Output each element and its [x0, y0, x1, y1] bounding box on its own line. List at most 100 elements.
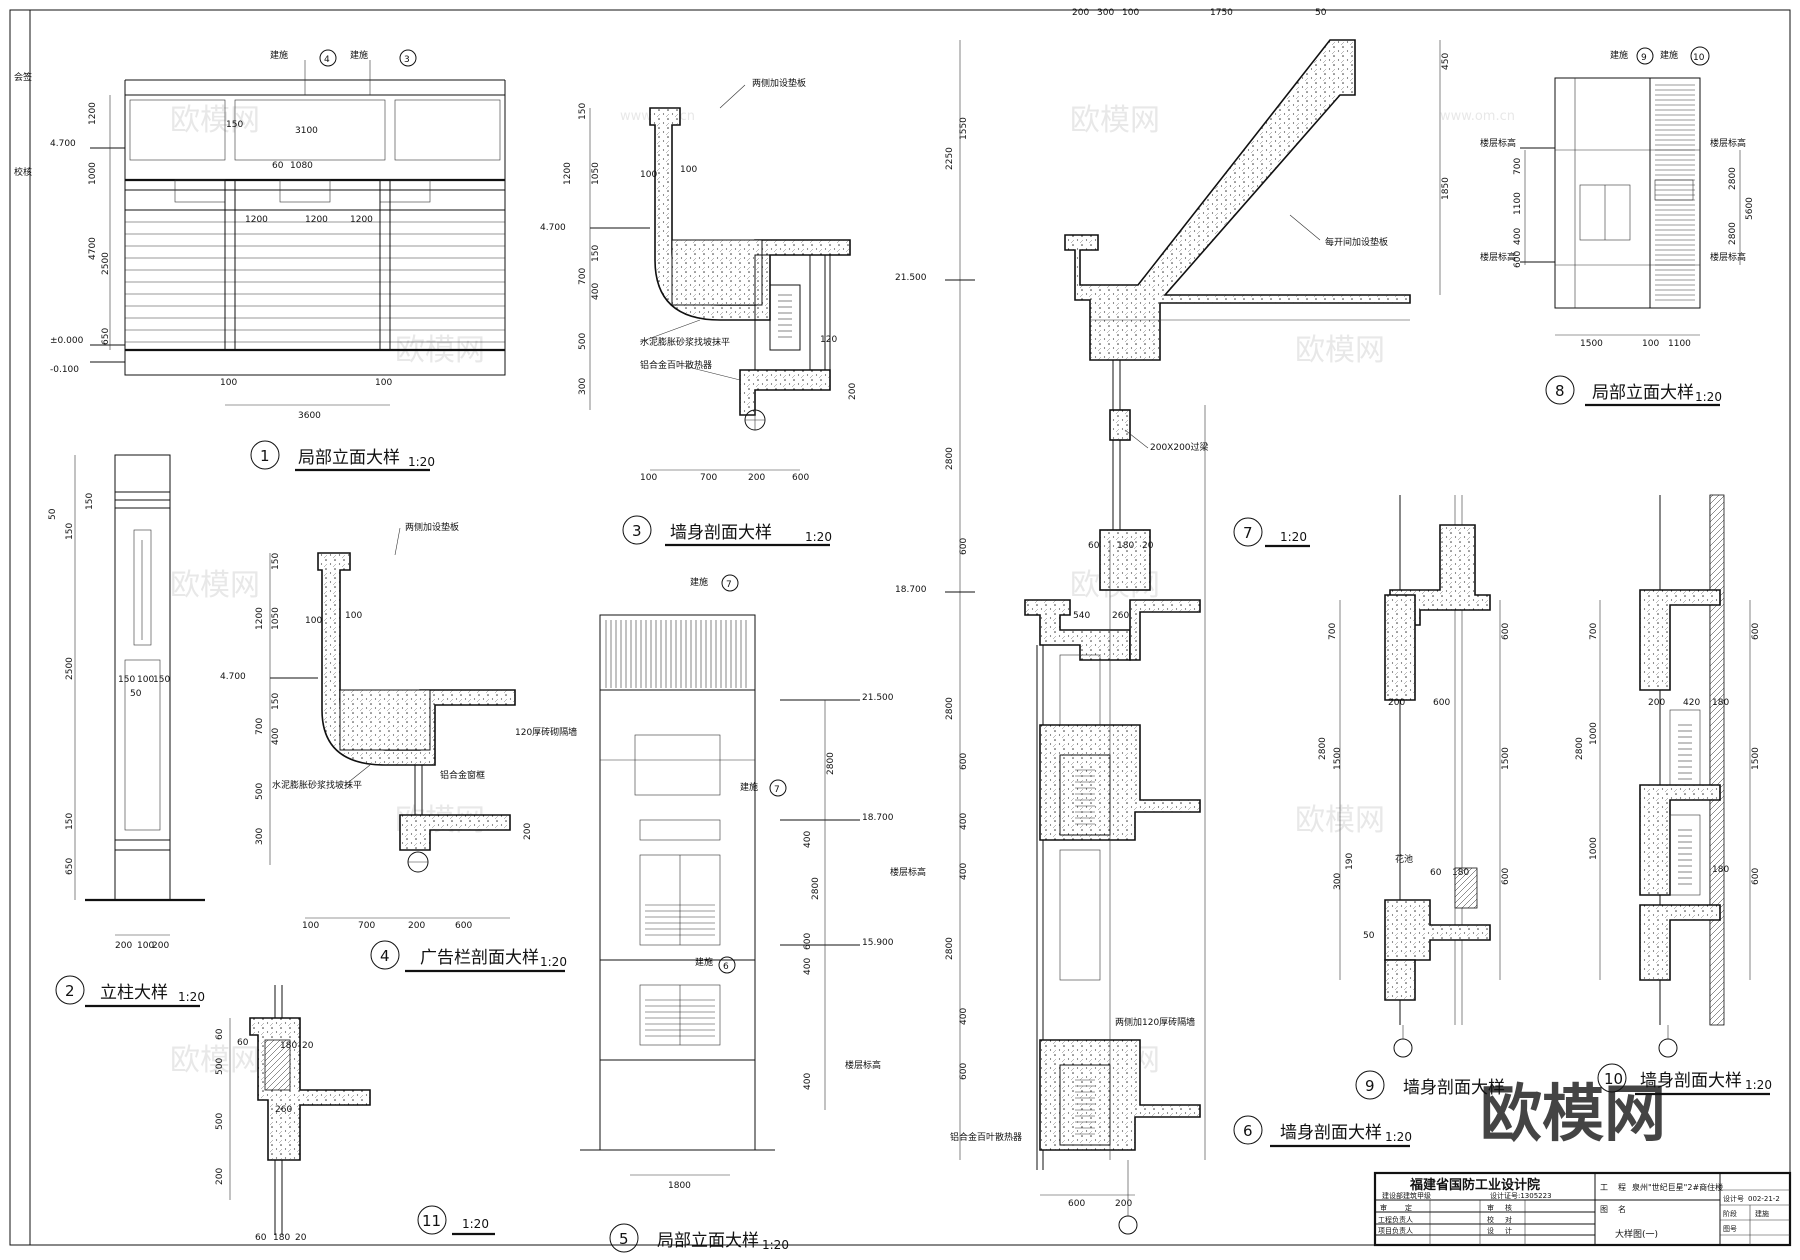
- row-approve: 审: [1380, 1203, 1387, 1212]
- dim-5600: 5600: [1745, 197, 1755, 220]
- dim-150: 150: [226, 120, 243, 130]
- dim-700: 700: [1328, 623, 1338, 640]
- side-label-a: 会签: [14, 71, 32, 83]
- ref-10: 10: [1693, 53, 1705, 63]
- ref-tag: 建施: [350, 49, 368, 61]
- dim-100: 100: [345, 611, 362, 621]
- col-review: 审: [1487, 1203, 1494, 1212]
- dim-150: 150: [591, 245, 601, 262]
- detail-scale: 1:20: [462, 1217, 489, 1231]
- detail-9-wall-section: 700 2800 1500 300 190 600 1500 600 200 6…: [1318, 495, 1511, 1058]
- ref-tag: 建施: [1660, 49, 1678, 61]
- drawing-label: 图: [1600, 1205, 1608, 1214]
- row-approve-2: 定: [1405, 1203, 1412, 1212]
- dim-150: 150: [65, 813, 75, 830]
- dim-200: 200: [408, 921, 425, 931]
- dim-650: 650: [65, 858, 75, 875]
- detail-5-elevation: 1800 21.500 18.700 15.900 楼层标高 2800 2800…: [580, 574, 894, 1191]
- floor-level-label: 楼层标高: [845, 1059, 881, 1071]
- dim-2800: 2800: [1318, 737, 1328, 760]
- note-6: 两侧加120厚砖隔墙: [1115, 1016, 1195, 1028]
- dim-1050: 1050: [271, 607, 281, 630]
- floor-level-label: 楼层标高: [1480, 137, 1516, 149]
- dim-600: 600: [959, 753, 969, 770]
- brand-watermark: 欧模网: [1480, 1077, 1666, 1150]
- dim-600: 600: [1433, 698, 1450, 708]
- dim-1100: 1100: [1668, 339, 1691, 349]
- dim-180: 180: [1452, 868, 1469, 878]
- dim-3100: 3100: [295, 126, 318, 136]
- dim-200: 200: [1115, 1199, 1132, 1209]
- dim-180: 180: [1117, 541, 1134, 551]
- detail-scale: 1:20: [1385, 1130, 1412, 1144]
- field-stage-value: 建施: [1755, 1209, 1769, 1218]
- dim-2800: 2800: [1728, 167, 1738, 190]
- dim-190: 190: [1345, 853, 1355, 870]
- sheet-border: [9, 9, 1791, 1246]
- detail-number: 1: [260, 447, 270, 465]
- dim-400: 400: [803, 958, 813, 975]
- detail-4-billboard-section: 4.700 150 1200 1050 150 700 400 500 300 …: [220, 521, 577, 931]
- ref-tag: 建施: [690, 576, 708, 588]
- dim-400: 400: [271, 728, 281, 745]
- dim-60: 60: [1088, 541, 1100, 551]
- project-name: 泉州"世纪巨星"2#商住楼: [1632, 1182, 1723, 1192]
- dim-600: 600: [1501, 623, 1511, 640]
- dim-2500: 2500: [65, 657, 75, 680]
- note-5: 每开间加设垫板: [1325, 236, 1388, 248]
- dim-1500: 1500: [1333, 747, 1343, 770]
- dim-100: 100: [137, 675, 154, 685]
- dim-400: 400: [959, 1008, 969, 1025]
- level-0000: ±0.000: [50, 336, 84, 346]
- dim-700: 700: [578, 268, 588, 285]
- dim-300: 300: [1333, 873, 1343, 890]
- floor-level-label: 楼层标高: [890, 866, 926, 878]
- dim-260: 260: [275, 1105, 292, 1115]
- level-18700: 18.700: [895, 585, 927, 595]
- dim-2500: 2500: [101, 252, 111, 275]
- detail-scale: 1:20: [762, 1238, 789, 1252]
- dim-600: 600: [1513, 251, 1523, 268]
- note-2: 水泥膨胀砂浆找坡抹平: [640, 336, 730, 348]
- dim-150: 150: [65, 523, 75, 540]
- side-label-b: 校核: [14, 166, 32, 178]
- ref-9: 9: [1641, 53, 1647, 63]
- dim-1080: 1080: [290, 161, 313, 171]
- dim-500: 500: [215, 1113, 225, 1130]
- drawing-label-2: 名: [1618, 1204, 1626, 1214]
- level-m0100: -0.100: [50, 365, 79, 375]
- detail-number: 10: [1604, 1070, 1623, 1088]
- dim-1200: 1200: [350, 215, 373, 225]
- detail-title-7: 7 1:20: [1233, 517, 1310, 548]
- dim-1200: 1200: [245, 215, 268, 225]
- detail-title: 墙身剖面大样: [670, 523, 772, 543]
- dim-4700: 4700: [88, 237, 98, 260]
- dim-180: 180: [280, 1041, 297, 1051]
- dim-700: 700: [700, 473, 717, 483]
- detail-scale: 1:20: [408, 455, 435, 469]
- dim-600: 600: [959, 1063, 969, 1080]
- detail-6-wall-section: 21.500 18.700 楼层标高 2250 1550 2800 600 28…: [890, 8, 1451, 1235]
- detail-number: 9: [1365, 1077, 1375, 1095]
- dim-150: 150: [578, 103, 588, 120]
- note-9: 120厚砖砌隔墙: [515, 726, 577, 738]
- dim-700: 700: [358, 921, 375, 931]
- field-design-no: 设计号: [1723, 1194, 1744, 1203]
- dim-1000: 1000: [1589, 837, 1599, 860]
- detail-1-elevation: 4.700 ±0.000 -0.100 1200 1000 4700 2500 …: [50, 49, 506, 421]
- dim-2800: 2800: [945, 447, 955, 470]
- company-name: 福建省国防工业设计院: [1409, 1177, 1540, 1193]
- detail-title: 墙身剖面大样: [1640, 1071, 1742, 1091]
- dim-1100: 1100: [1513, 192, 1523, 215]
- dim-200: 200: [748, 473, 765, 483]
- dim-1200: 1200: [563, 162, 573, 185]
- detail-number: 8: [1555, 382, 1565, 400]
- dim-1200: 1200: [305, 215, 328, 225]
- ref-4: 4: [324, 55, 330, 65]
- dim-2800: 2800: [945, 937, 955, 960]
- note-1: 两侧加设垫板: [405, 521, 459, 533]
- dim-60: 60: [272, 161, 284, 171]
- dim-400: 400: [959, 863, 969, 880]
- detail-number: 3: [632, 522, 642, 540]
